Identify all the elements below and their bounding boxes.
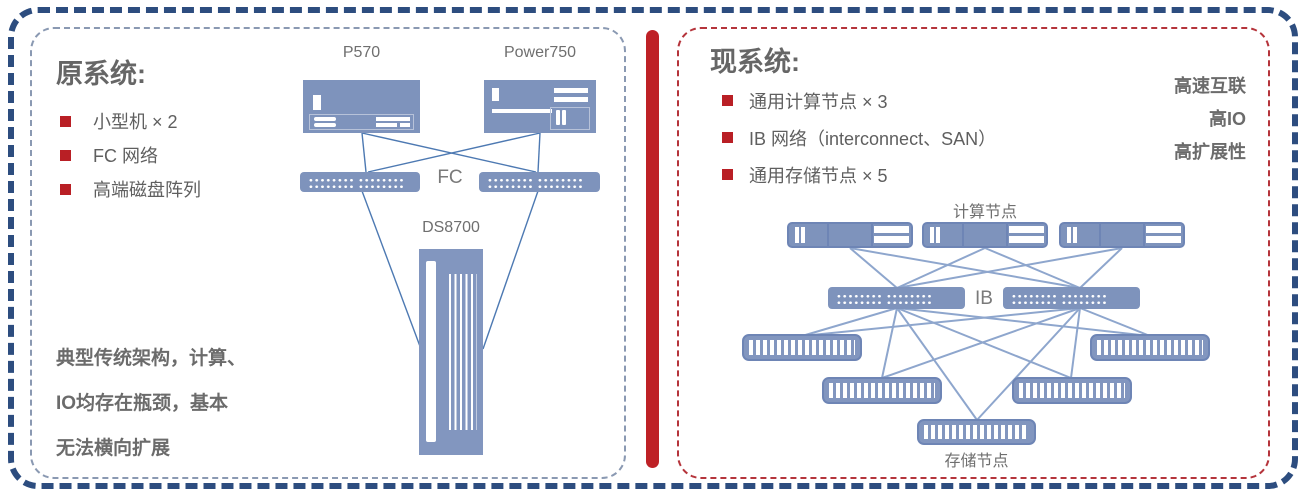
p570-server (303, 80, 420, 133)
p570-label: P570 (342, 44, 381, 61)
ib-switch-right (1003, 287, 1140, 309)
bullet-square-icon (722, 132, 733, 143)
original-system-title: 原系统: (56, 59, 146, 89)
highlight-line: 高扩展性 (1174, 142, 1246, 162)
compute-node-2 (922, 222, 1048, 248)
fc-network-label: FC (437, 167, 463, 188)
switch-ports (357, 176, 403, 189)
note-line: IO均存在瓶颈，基本 (56, 393, 229, 414)
bullet-row: 小型机 × 2 (60, 104, 201, 138)
ds8700-label: DS8700 (422, 219, 480, 236)
server-led (492, 88, 499, 101)
ib-switch-left (828, 287, 965, 309)
switch-ports (307, 176, 353, 189)
switch-ports (885, 292, 931, 305)
storage-door (426, 261, 436, 442)
switch-ports (835, 292, 881, 305)
ib-network-label: IB (975, 288, 993, 309)
bullet-square-icon (60, 149, 71, 161)
red-divider (646, 30, 659, 468)
note-line: 无法横向扩展 (56, 438, 171, 459)
bullet-row: 高端磁盘阵列 (60, 172, 201, 206)
bullet-row: 通用计算节点 × 3 (722, 82, 996, 119)
switch-ports (1060, 292, 1106, 305)
ds8700-storage-array (419, 249, 483, 455)
storage-node-3 (822, 377, 942, 404)
legacy-architecture-note: 典型传统架构，计算、 IO均存在瓶颈，基本 无法横向扩展 (56, 336, 296, 471)
fc-switch-left (300, 172, 420, 192)
bullet-square-icon (60, 115, 71, 127)
new-system-bullets: 通用计算节点 × 3 IB 网络（interconnect、SAN） 通用存储节… (722, 82, 996, 193)
storage-node-2 (1090, 334, 1210, 361)
power750-label: Power750 (503, 44, 577, 61)
bullet-row: FC 网络 (60, 138, 201, 172)
storage-node-4 (1012, 377, 1132, 404)
compute-node-3 (1059, 222, 1185, 248)
original-system-panel (30, 27, 626, 479)
bullet-text: 通用计算节点 × 3 (749, 91, 888, 112)
storage-nodes-label: 存储节点 (944, 453, 1009, 470)
highlight-line: 高速互联 (1174, 76, 1246, 96)
power750-server (484, 80, 596, 133)
outer-dashed-border (8, 7, 1298, 489)
bullet-square-icon (722, 169, 733, 180)
switch-ports (536, 176, 582, 189)
switch-ports (486, 176, 532, 189)
compute-node-1 (787, 222, 913, 248)
bullet-square-icon (60, 183, 71, 195)
bullet-text: IB 网络（interconnect、SAN） (749, 128, 997, 149)
server-drive-bay (309, 114, 414, 130)
storage-node-5 (917, 419, 1036, 445)
benefit-highlights: 高速互联 高IO 高扩展性 (1080, 70, 1246, 169)
bullet-text: 高端磁盘阵列 (93, 180, 201, 200)
bullet-text: 小型机 × 2 (93, 112, 178, 132)
bullet-row: IB 网络（interconnect、SAN） (722, 119, 996, 156)
bullet-row: 通用存储节点 × 5 (722, 156, 996, 193)
bullet-text: FC 网络 (93, 146, 158, 166)
new-system-panel (677, 27, 1270, 479)
highlight-line: 高IO (1208, 109, 1246, 129)
storage-node-1 (742, 334, 862, 361)
switch-ports (1010, 292, 1056, 305)
server-io-bay (550, 107, 590, 130)
right-wires (801, 247, 1151, 421)
storage-vents (449, 274, 477, 430)
compute-nodes-label: 计算节点 (952, 204, 1017, 221)
bullet-text: 通用存储节点 × 5 (749, 165, 888, 186)
note-line: 典型传统架构，计算、 (56, 348, 247, 369)
fc-switch-right (479, 172, 600, 192)
left-wires (361, 132, 541, 350)
original-system-bullets: 小型机 × 2 FC 网络 高端磁盘阵列 (60, 104, 201, 206)
new-system-title: 现系统: (710, 47, 800, 77)
bullet-square-icon (722, 95, 733, 106)
server-led (313, 95, 321, 110)
